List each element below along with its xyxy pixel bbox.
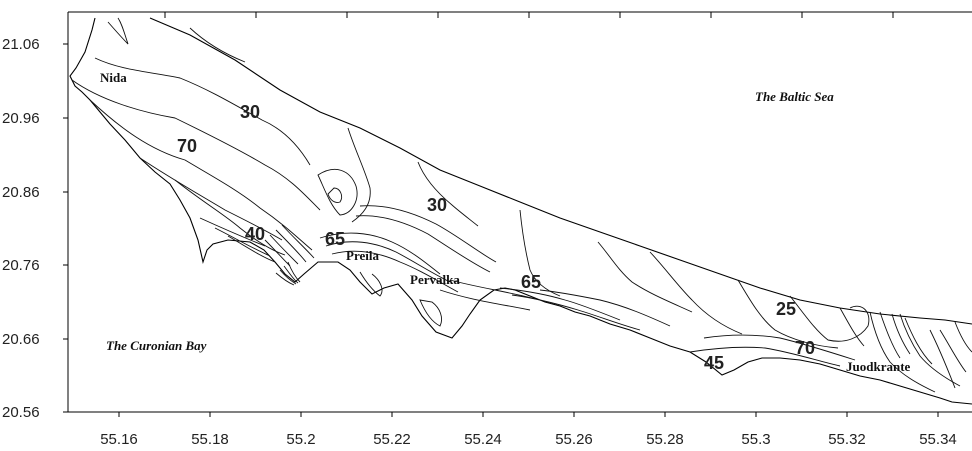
- x-tick-label: 55.28: [646, 431, 684, 448]
- y-tick-label: 20.86: [2, 184, 40, 201]
- x-tick-label: 55.32: [828, 431, 866, 448]
- contour-label: 70: [795, 338, 815, 358]
- y-tick-label: 20.56: [2, 404, 40, 421]
- x-tick-label: 55.22: [373, 431, 411, 448]
- place-label-juodkrante: Juodkrante: [846, 359, 911, 374]
- x-tick-label: 55.26: [555, 431, 593, 448]
- x-tick-label: 55.24: [464, 431, 502, 448]
- contour-label: 25: [776, 299, 796, 319]
- place-label-nida: Nida: [100, 70, 127, 85]
- y-tick-label: 20.76: [2, 257, 40, 274]
- contour-lines: [71, 17, 972, 393]
- bottom-ticks: [118, 412, 939, 417]
- place-label-preila: Preila: [346, 248, 379, 263]
- x-tick-label: 55.3: [741, 431, 770, 448]
- contour-label: 70: [177, 136, 197, 156]
- x-tick-label: 55.2: [286, 431, 315, 448]
- y-tick-label: 20.96: [2, 110, 40, 127]
- contour-label: 65: [521, 272, 541, 292]
- contour-label: 45: [704, 353, 724, 373]
- y-tick-label: 21.06: [2, 36, 40, 53]
- contour-label: 40: [245, 224, 265, 244]
- top-ticks: [164, 12, 894, 18]
- contour-label: 30: [240, 102, 260, 122]
- x-tick-label: 55.16: [100, 431, 138, 448]
- sea-label: The Baltic Sea: [755, 89, 834, 104]
- sea-coastline: [149, 17, 972, 325]
- axis-frame: [67, 11, 972, 413]
- x-tick-label: 55.34: [919, 431, 957, 448]
- place-label-pervalka: Pervalka: [410, 272, 460, 287]
- left-ticks: [63, 43, 68, 413]
- contour-label: 65: [325, 229, 345, 249]
- bay-coastline: [69, 17, 972, 405]
- x-tick-label: 55.18: [191, 431, 229, 448]
- contour-label: 30: [427, 195, 447, 215]
- y-tick-label: 20.66: [2, 331, 40, 348]
- bay-label: The Curonian Bay: [106, 338, 207, 353]
